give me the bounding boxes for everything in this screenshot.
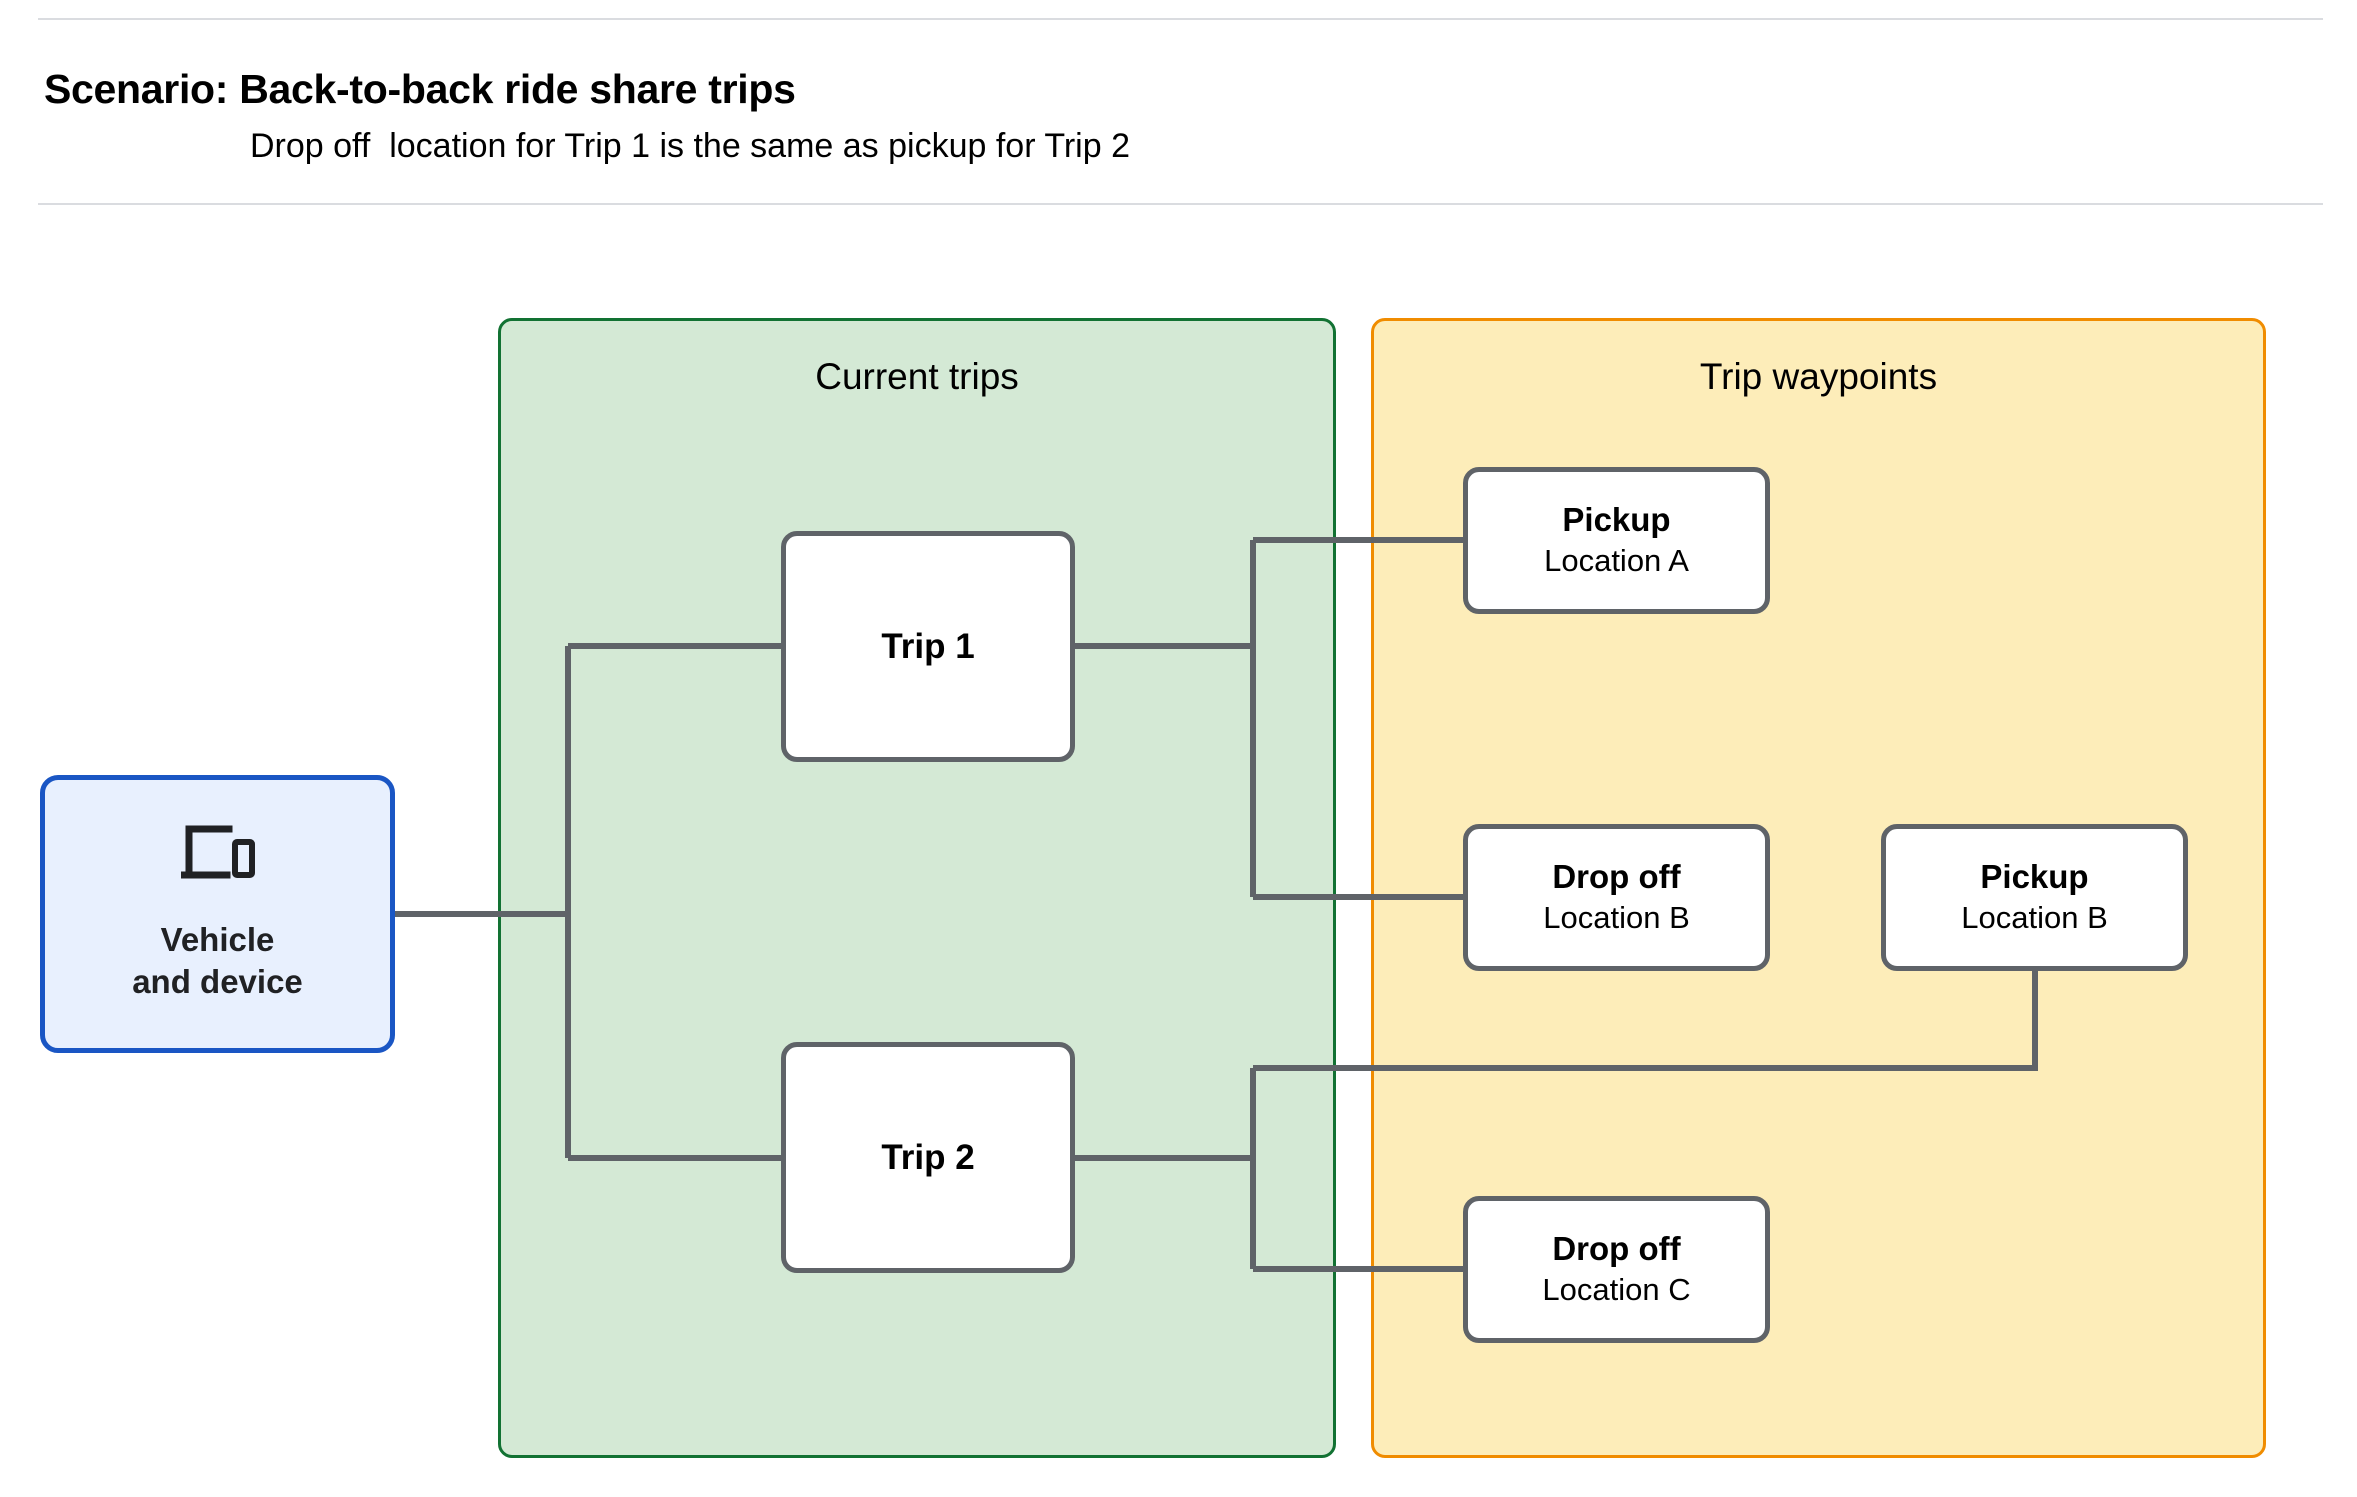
group-title-trip-waypoints: Trip waypoints [1699, 356, 1938, 397]
header-divider-bottom [38, 203, 2323, 205]
node-waypoint-pickup-b[interactable]: Pickup Location B [1881, 824, 2188, 971]
waypoint-type: Drop off [1552, 857, 1681, 895]
waypoint-location: Location B [1961, 899, 2108, 935]
header-divider-top [38, 18, 2323, 20]
waypoint-location: Location C [1542, 1271, 1691, 1307]
node-waypoint-dropoff-b[interactable]: Drop off Location B [1463, 824, 1770, 971]
waypoint-type: Pickup [1980, 857, 2089, 895]
waypoint-type: Drop off [1552, 1229, 1681, 1267]
vehicle-label-line-1: Vehicle [160, 920, 275, 958]
node-trip-1[interactable]: Trip 1 [781, 531, 1075, 762]
group-title-current-trips: Current trips [815, 356, 1019, 397]
waypoint-location: Location B [1543, 899, 1690, 935]
node-trip-2[interactable]: Trip 2 [781, 1042, 1075, 1273]
laptop-and-phone-icon [180, 825, 255, 879]
page-title: Scenario: Back-to-back ride share trips [44, 66, 796, 112]
group-panel-current-trips: Current trips [498, 318, 1336, 1458]
waypoint-location: Location A [1544, 542, 1689, 578]
vehicle-label-line-2: and device [132, 963, 303, 1000]
node-waypoint-pickup-a[interactable]: Pickup Location A [1463, 467, 1770, 614]
waypoint-type: Pickup [1562, 500, 1671, 538]
node-trip-1-label: Trip 1 [881, 626, 975, 666]
node-trip-2-label: Trip 2 [881, 1137, 975, 1177]
node-waypoint-dropoff-c[interactable]: Drop off Location C [1463, 1196, 1770, 1343]
page-subtitle: Drop off location for Trip 1 is the same… [250, 127, 1130, 165]
node-vehicle-and-device[interactable]: Vehicle and device [40, 775, 395, 1053]
